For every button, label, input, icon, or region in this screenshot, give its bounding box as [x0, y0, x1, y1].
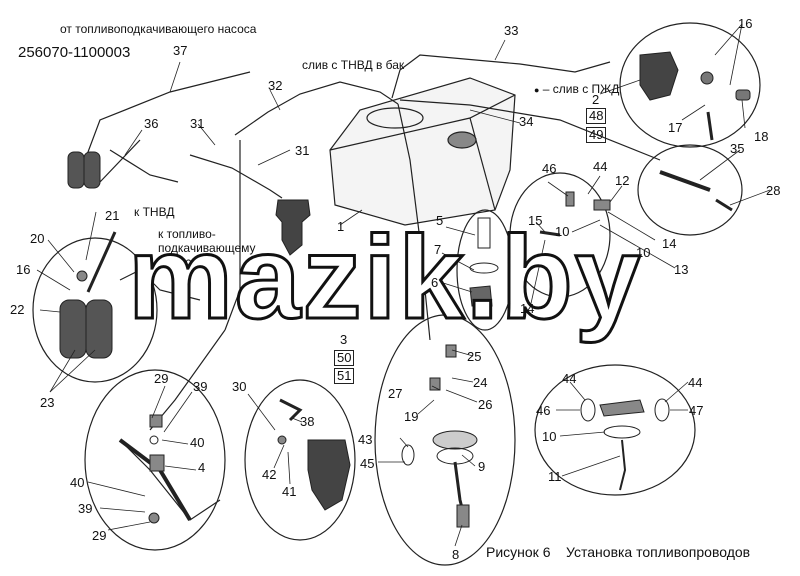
- callout-label: 17: [668, 120, 683, 135]
- callout-label: 16: [738, 16, 753, 31]
- callout-label: 27: [388, 386, 403, 401]
- callout-label: 26: [478, 397, 493, 412]
- callout-label: 5: [436, 213, 444, 228]
- callout-label: 31: [295, 143, 310, 158]
- callout-label: 37: [173, 43, 188, 58]
- callout-label: 12: [615, 173, 630, 188]
- callout-label: 2: [592, 92, 600, 107]
- callout-label: 29: [92, 528, 107, 543]
- pipe-bottom: [119, 439, 221, 521]
- callout-label: 3: [340, 332, 348, 347]
- callout-label: 33: [504, 23, 519, 38]
- pipe-33: [391, 54, 611, 99]
- annotation-drain-pzhd: ● – слив с ПЖД: [534, 82, 620, 96]
- callout-label: 45: [360, 456, 375, 471]
- callout-label: 22: [10, 302, 25, 317]
- callout-label: 29: [154, 371, 169, 386]
- callout-label: 18: [754, 129, 769, 144]
- callout-label: 46: [536, 403, 551, 418]
- callout-label: 30: [232, 379, 247, 394]
- detail-filter-fine: [244, 379, 356, 541]
- callout-label: 44: [562, 371, 577, 386]
- fuel-tank: [329, 77, 516, 226]
- callout-label: 10: [542, 429, 557, 444]
- callout-label: 24: [473, 375, 488, 390]
- pipe-down: [397, 103, 431, 341]
- callout-label: 15: [528, 213, 543, 228]
- callout-label-boxed: 49: [586, 127, 607, 143]
- detail-fuel-intake: [456, 209, 514, 331]
- callout-label: 41: [282, 484, 297, 499]
- callout-label: 14: [520, 301, 535, 316]
- callout-label: 31: [190, 116, 205, 131]
- pipe-32: [234, 81, 399, 136]
- figure-caption: Рисунок 6 Установка топливопроводов: [486, 544, 750, 560]
- callout-label: 19: [404, 409, 419, 424]
- pipe-37: [84, 71, 251, 161]
- callout-label: 6: [431, 275, 439, 290]
- callout-label: 40: [190, 435, 205, 450]
- caption-number: Рисунок 6: [486, 544, 551, 560]
- annotation-from-pump: от топливоподкачивающего насоса: [60, 22, 257, 36]
- callout-label: 23: [40, 395, 55, 410]
- callout-label: 43: [358, 432, 373, 447]
- callout-label: 40: [70, 475, 85, 490]
- annotation-to-tnvd: к ТНВД: [134, 205, 175, 219]
- detail-rod: [637, 144, 743, 236]
- watermark: mazik.by: [126, 212, 643, 344]
- callout-label-boxed: 50: [334, 350, 355, 366]
- callout-label: 14: [662, 236, 677, 251]
- annotation-drain-tank: слив с ТНВД в бак: [302, 58, 405, 72]
- callout-label: 47: [689, 403, 704, 418]
- callout-label: 21: [105, 208, 120, 223]
- annotation-to-pump-3: насосу: [172, 255, 211, 269]
- callout-label: 38: [300, 414, 315, 429]
- callout-label: 4: [198, 460, 206, 475]
- pipe-drop: [224, 140, 241, 331]
- detail-fittings: [84, 369, 226, 551]
- callout-label: 20: [30, 231, 45, 246]
- callout-label: 44: [593, 159, 608, 174]
- callout-label: 42: [262, 467, 277, 482]
- callout-label: 39: [193, 379, 208, 394]
- callout-label: 36: [144, 116, 159, 131]
- pipe-34: [399, 99, 661, 161]
- caption-title: Установка топливопроводов: [566, 544, 751, 560]
- detail-filter-left: [32, 237, 158, 383]
- callout-label: 28: [766, 183, 781, 198]
- callout-label: 1: [337, 219, 345, 234]
- callout-label-boxed: 48: [586, 108, 607, 124]
- detail-sensor: [509, 172, 611, 298]
- callout-label: 39: [78, 501, 93, 516]
- pipe-to-tnvd: [109, 149, 179, 183]
- pipe-left: [119, 269, 201, 301]
- callout-label: 25: [467, 349, 482, 364]
- callout-label: 13: [674, 262, 689, 277]
- callout-label: 10: [555, 224, 570, 239]
- document-code: 256070-1100003: [18, 44, 131, 61]
- callout-label: 10: [636, 245, 651, 260]
- detail-top-right: [619, 22, 761, 148]
- callout-label: 34: [519, 114, 534, 129]
- callout-label: 46: [542, 161, 557, 176]
- callout-label: 11: [548, 469, 562, 484]
- pipe-36: [99, 139, 141, 183]
- callout-label: 35: [730, 141, 745, 156]
- callout-label-boxed: 51: [334, 368, 355, 384]
- pipe-31: [189, 154, 283, 199]
- callout-label: 7: [434, 242, 442, 257]
- detail-fuel-gauge: [374, 314, 516, 566]
- annotation-to-pump-2: подкачивающему: [158, 241, 256, 255]
- callout-label: 32: [268, 78, 283, 93]
- callout-label: 8: [452, 547, 460, 562]
- annotation-to-pump-1: к топливо-: [158, 227, 216, 241]
- detail-flange: [534, 364, 696, 496]
- callout-label: 44: [688, 375, 703, 390]
- callout-label: 16: [16, 262, 31, 277]
- callout-label: 9: [478, 459, 486, 474]
